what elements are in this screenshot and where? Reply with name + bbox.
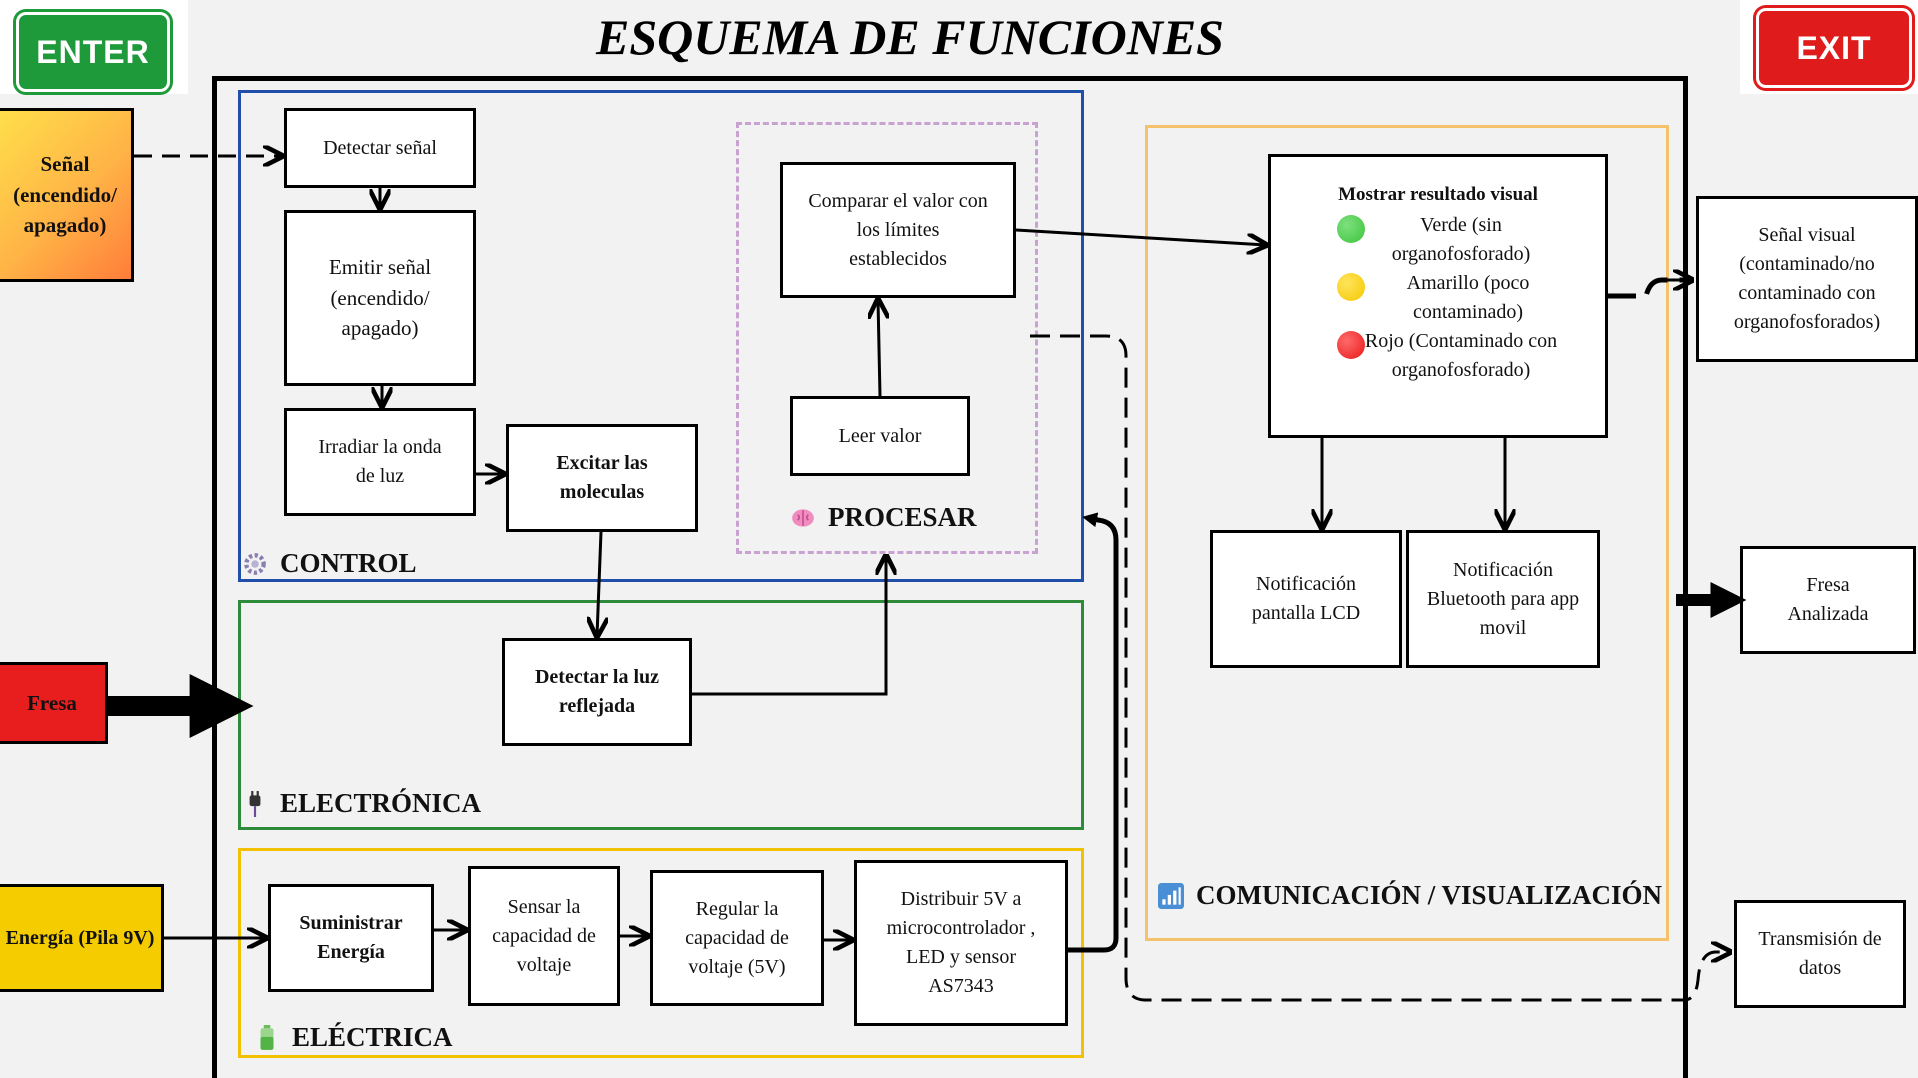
regulate-voltage-block: Regular la capacidad de voltaje (5V)	[650, 870, 824, 1006]
page-title: ESQUEMA DE FUNCIONES	[596, 9, 1224, 65]
communication-label-text: COMUNICACIÓN / VISUALIZACIÓN	[1196, 880, 1663, 910]
system-boundary	[212, 76, 1688, 1078]
electrical-label-text: ELÉCTRICA	[292, 1022, 453, 1052]
compare-block: Comparar el valor con los límites establ…	[780, 162, 1016, 298]
output-visual-signal: Señal visual (contaminado/no contaminado…	[1696, 196, 1918, 362]
input-signal: Señal (encendido/ apagado)	[0, 108, 134, 282]
detect-signal-block: Detectar señal	[284, 108, 476, 188]
control-section	[238, 90, 1084, 582]
brain-icon	[792, 508, 814, 527]
read-value-block: Leer valor	[790, 396, 970, 476]
output-analyzed-strawberry: Fresa Analizada	[1740, 546, 1916, 654]
communication-label: COMUNICACIÓN / VISUALIZACIÓN	[1158, 880, 1662, 911]
exit-button[interactable]: EXIT	[1756, 8, 1912, 88]
electrical-section	[238, 848, 1084, 1058]
communication-section	[1145, 125, 1669, 941]
sense-voltage-block: Sensar la capacidad de voltaje	[468, 866, 620, 1006]
control-label-text: CONTROL	[280, 548, 417, 578]
plug-icon	[249, 790, 261, 817]
electronics-label-text: ELECTRÓNICA	[280, 788, 482, 818]
emit-signal-block: Emitir señal (encendido/ apagado)	[284, 210, 476, 386]
bluetooth-notification-block: Notificación Bluetooth para app movil	[1406, 530, 1600, 668]
electronics-label: ELECTRÓNICA	[242, 788, 481, 819]
green-dot-icon	[1337, 214, 1365, 243]
irradiate-block: Irradiar la onda de luz	[284, 408, 476, 516]
control-label: CONTROL	[242, 548, 417, 579]
input-strawberry: Fresa	[0, 662, 108, 744]
electrical-label: ELÉCTRICA	[254, 1022, 453, 1053]
result-red-row: Rojo (Contaminado con organofosforado)	[1281, 327, 1595, 385]
input-energy: Energía (Pila 9V)	[0, 884, 164, 992]
supply-energy-block: Suministrar Energía	[268, 884, 434, 992]
visual-result-block: Mostrar resultado visual Verde (sin orga…	[1268, 154, 1608, 438]
enter-button[interactable]: ENTER	[16, 12, 170, 92]
result-red-text: Rojo (Contaminado con organofosforado)	[1364, 329, 1558, 381]
process-label: PROCESAR	[790, 502, 977, 533]
process-label-text: PROCESAR	[828, 502, 977, 532]
detect-light-block: Detectar la luz reflejada	[502, 638, 692, 746]
result-yellow-text: Amarillo (poco contaminado)	[1406, 271, 1530, 323]
distribute-power-block: Distribuir 5V a microcontrolador , LED y…	[854, 860, 1068, 1026]
battery-icon	[260, 1024, 274, 1050]
result-yellow-row: Amarillo (poco contaminado)	[1281, 269, 1595, 327]
red-dot-icon	[1337, 330, 1365, 359]
yellow-dot-icon	[1337, 272, 1365, 301]
result-green-row: Verde (sin organofosforado)	[1281, 211, 1595, 269]
lcd-notification-block: Notificación pantalla LCD	[1210, 530, 1402, 668]
result-green-text: Verde (sin organofosforado)	[1391, 213, 1531, 265]
visual-result-heading: Mostrar resultado visual	[1338, 184, 1538, 205]
gear-icon	[244, 552, 266, 575]
process-section	[736, 122, 1038, 554]
output-data-transmission: Transmisión de datos	[1734, 900, 1906, 1008]
excite-molecules-block: Excitar las moleculas	[506, 424, 698, 532]
signal-bars-icon	[1158, 882, 1184, 909]
